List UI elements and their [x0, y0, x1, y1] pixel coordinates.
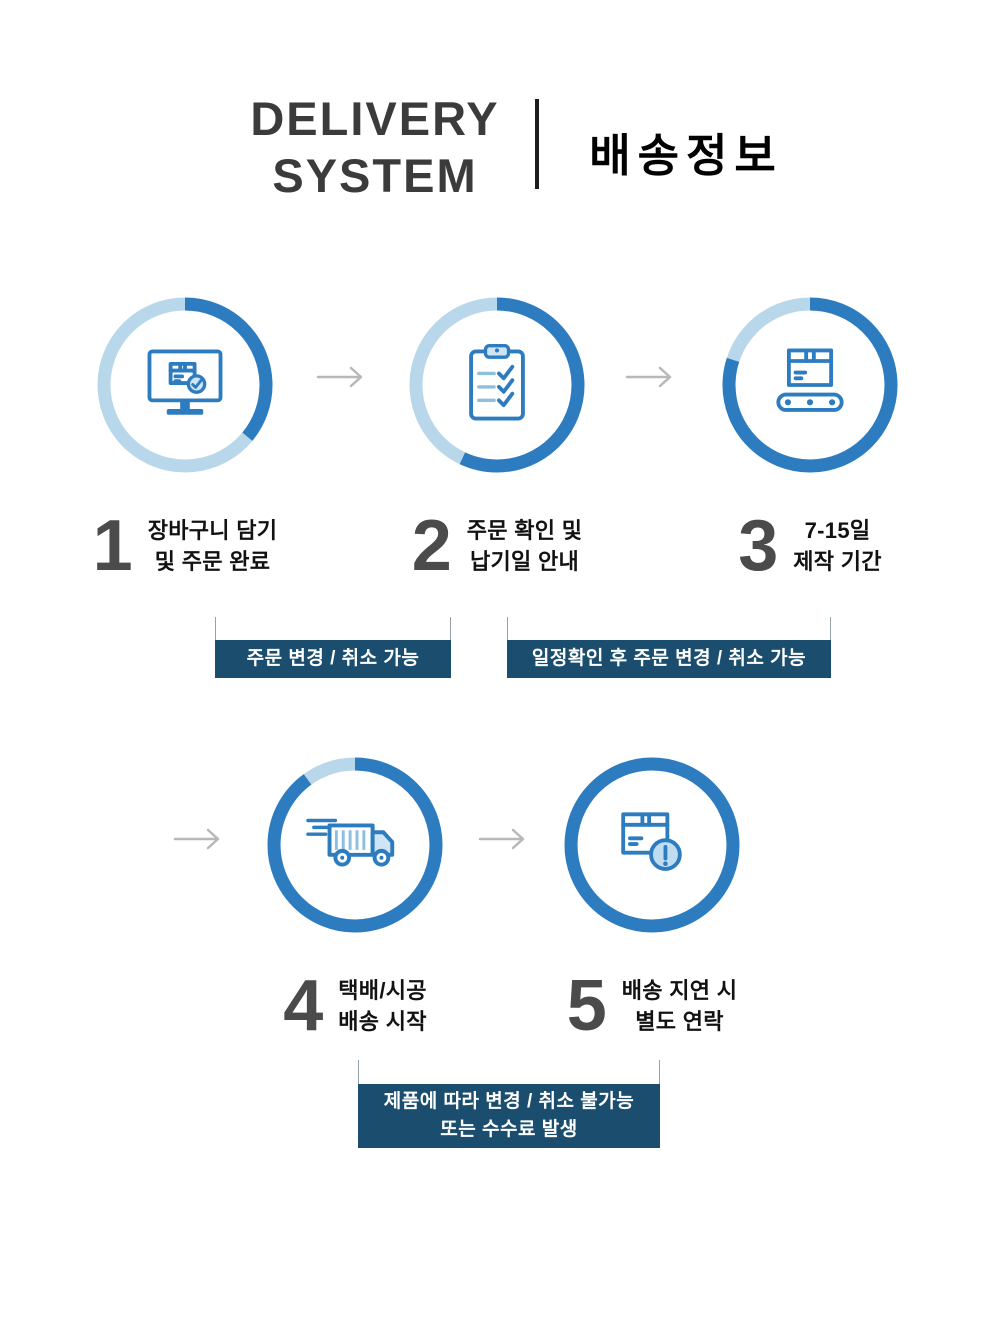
step-5-circle: [564, 757, 740, 933]
step-number: 1: [92, 506, 133, 586]
note-badge-1: 주문 변경 / 취소 가능: [215, 640, 451, 678]
step-4-circle: [267, 757, 443, 933]
title-divider: [535, 99, 539, 189]
page-title: DELIVERY SYSTEM: [178, 90, 572, 204]
page-subtitle: 배송정보: [589, 130, 783, 181]
step-text: 장바구니 담기 및 주문 완료: [147, 518, 278, 574]
title-line1: DELIVERY: [250, 92, 500, 145]
progress-ring: [267, 757, 443, 933]
progress-ring: [409, 297, 585, 473]
step-1-circle: [97, 297, 273, 473]
step-number: 2: [411, 506, 452, 586]
step-3-label: 3 7-15일 제작 기간: [690, 510, 930, 582]
step-text: 7-15일 제작 기간: [793, 518, 882, 574]
step-2-label: 2 주문 확인 및 납기일 안내: [377, 510, 617, 582]
progress-ring: [722, 297, 898, 473]
note-badge-3: 제품에 따라 변경 / 취소 불가능 또는 수수료 발생: [358, 1084, 660, 1148]
flow-arrow-icon: [316, 366, 363, 388]
step-4-label: 4 택배/시공 배송 시작: [235, 970, 475, 1042]
step-5-label: 5 배송 지연 시 별도 연락: [532, 970, 772, 1042]
step-number: 4: [283, 966, 324, 1046]
flow-arrow-icon: [173, 828, 220, 850]
delivery-truck-icon: [306, 818, 395, 867]
step-number: 5: [566, 966, 607, 1046]
flow-arrow-icon: [478, 828, 525, 850]
step-text: 배송 지연 시 별도 연락: [621, 978, 738, 1034]
step-number: 3: [738, 506, 779, 586]
step-text: 주문 확인 및 납기일 안내: [466, 518, 583, 574]
note-badge-2: 일정확인 후 주문 변경 / 취소 가능: [507, 640, 831, 678]
step-1-label: 1 장바구니 담기 및 주문 완료: [65, 510, 305, 582]
step-3-circle: [722, 297, 898, 473]
monitor-order-icon: [147, 349, 223, 415]
note-bracket: [358, 1060, 660, 1084]
flow-arrow-icon: [625, 366, 672, 388]
progress-ring: [564, 757, 740, 933]
note-bracket: [215, 617, 451, 640]
note-bracket: [507, 617, 831, 640]
step-2-circle: [409, 297, 585, 473]
package-alert-icon: [621, 812, 682, 871]
step-text: 택배/시공 배송 시작: [338, 978, 427, 1034]
package-production-icon: [776, 348, 844, 412]
title-line2: SYSTEM: [272, 149, 478, 202]
clipboard-checklist-icon: [469, 343, 525, 421]
progress-ring: [97, 297, 273, 473]
